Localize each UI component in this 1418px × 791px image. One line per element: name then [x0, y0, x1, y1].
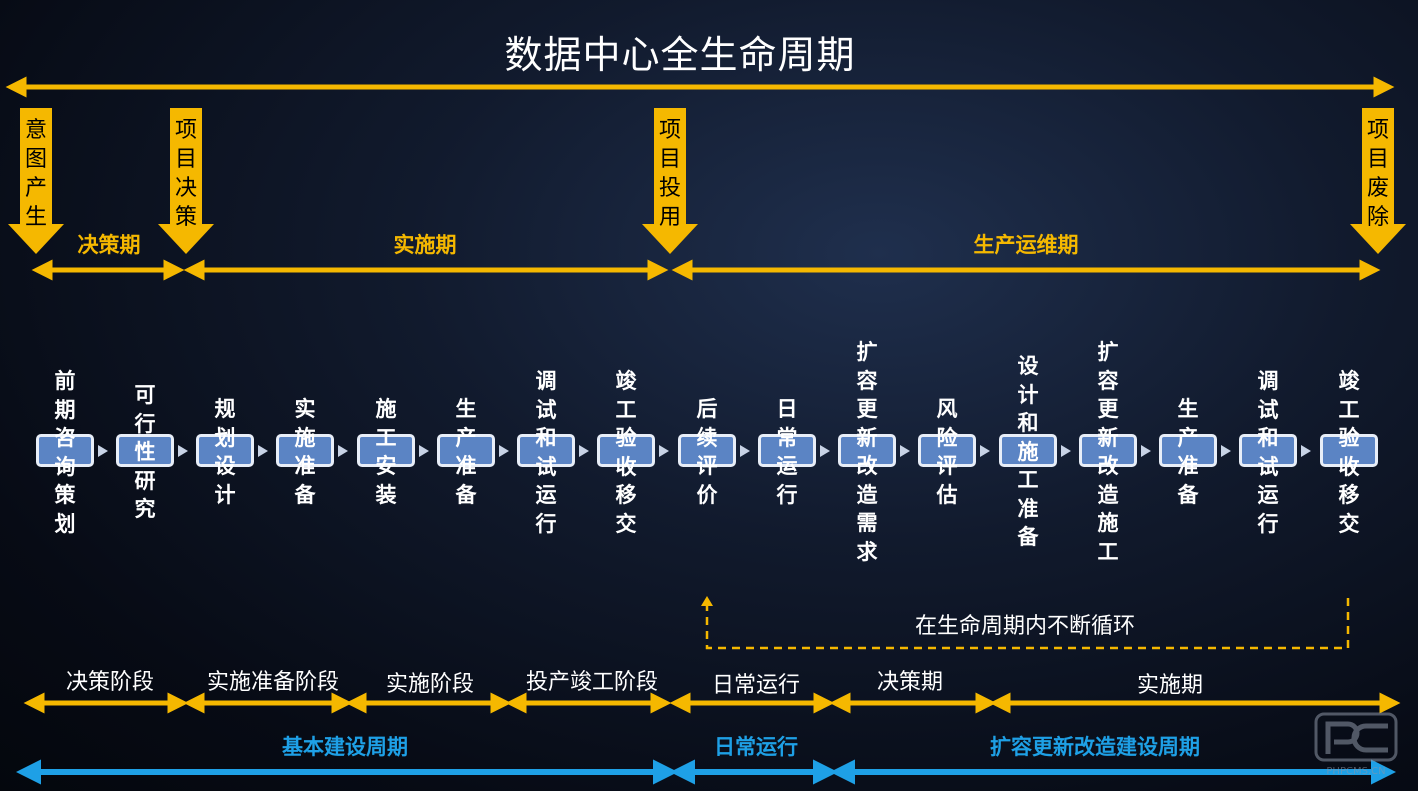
- step-label-16: 调试和试运行: [1257, 369, 1279, 536]
- step-box-9: [678, 434, 736, 467]
- step-label-12: 风险评估: [936, 397, 958, 507]
- step-box-6: [437, 434, 495, 467]
- stage-label-1: 决策阶段: [65, 670, 154, 695]
- step-label-15: 生产准备: [1177, 397, 1199, 507]
- step-label-5: 施工安装: [375, 397, 397, 507]
- step-label-3: 规划设计: [214, 397, 236, 507]
- step-label-1: 前期咨询策划: [54, 369, 76, 536]
- stage-label-2: 实施准备阶段: [206, 670, 339, 695]
- cycle-label-1: 基本建设周期: [282, 735, 408, 759]
- step-connector: [258, 445, 268, 457]
- step-box-16: [1239, 434, 1297, 467]
- step-label-17: 竣工验收移交: [1338, 369, 1360, 536]
- step-label-9: 后续评价: [696, 397, 718, 507]
- watermark-text: PHPCMS.CN: [1326, 766, 1385, 777]
- loop-arrowhead: [701, 596, 713, 606]
- step-label-10: 日常运行: [776, 397, 798, 507]
- stage-label-5: 日常运行: [711, 673, 800, 698]
- step-box-15: [1159, 434, 1217, 467]
- cycle-label-3: 扩容更新改造建设周期: [990, 735, 1200, 759]
- step-box-5: [357, 434, 415, 467]
- milestone-arrows: [8, 108, 1406, 254]
- watermark-logo: PHPCMS.CN: [1314, 712, 1398, 777]
- step-label-14: 扩容更新改造施工: [1097, 340, 1119, 564]
- milestone-label-3: 项目投用: [658, 118, 681, 230]
- step-box-17: [1320, 434, 1378, 467]
- step-box-14: [1079, 434, 1137, 467]
- milestone-label-2: 项目决策: [174, 118, 197, 230]
- step-box-1: [36, 434, 94, 467]
- phase-label-1: 决策期: [77, 233, 141, 257]
- step-label-8: 竣工验收移交: [615, 369, 637, 536]
- stage-label-6: 决策期: [876, 670, 943, 695]
- stage-label-3: 实施阶段: [385, 672, 474, 697]
- step-box-8: [597, 434, 655, 467]
- step-connector: [338, 445, 348, 457]
- loop-label: 在生命周期内不断循环: [914, 614, 1135, 639]
- cycle-label-2: 日常运行: [714, 735, 798, 759]
- step-connector: [178, 445, 188, 457]
- milestone-label-1: 意图产生: [24, 118, 47, 230]
- milestone-arrow-1: [8, 108, 64, 254]
- step-box-13: [999, 434, 1057, 467]
- stage-label-4: 投产竣工阶段: [525, 670, 658, 695]
- step-label-6: 生产准备: [455, 397, 477, 507]
- step-box-4: [276, 434, 334, 467]
- step-connector: [1301, 445, 1311, 457]
- milestone-label-4: 项目废除: [1366, 118, 1389, 230]
- step-connector: [1141, 445, 1151, 457]
- step-connector: [980, 445, 990, 457]
- step-box-2: [116, 434, 174, 467]
- step-label-11: 扩容更新改造需求: [856, 340, 878, 564]
- step-box-11: [838, 434, 896, 467]
- step-connector: [579, 445, 589, 457]
- milestone-arrow-3: [642, 108, 698, 254]
- step-connector: [1061, 445, 1071, 457]
- step-label-13: 设计和施工准备: [1017, 354, 1039, 549]
- step-label-2: 可行性研究: [134, 383, 156, 521]
- step-connector: [900, 445, 910, 457]
- step-connector: [499, 445, 509, 457]
- loop-path: [705, 598, 1350, 650]
- step-box-12: [918, 434, 976, 467]
- stage-label-7: 实施期: [1136, 673, 1203, 698]
- phase-label-2: 实施期: [393, 233, 457, 257]
- page-title: 数据中心全生命周期: [504, 33, 856, 77]
- step-connector: [820, 445, 830, 457]
- milestone-arrow-4: [1350, 108, 1406, 254]
- step-label-7: 调试和试运行: [535, 369, 557, 536]
- step-connector: [98, 445, 108, 457]
- step-box-3: [196, 434, 254, 467]
- step-connector: [419, 445, 429, 457]
- step-connectors: [98, 445, 1311, 457]
- step-label-4: 实施准备: [294, 397, 316, 507]
- step-box-10: [758, 434, 816, 467]
- step-box-7: [517, 434, 575, 467]
- step-connector: [740, 445, 750, 457]
- step-connector: [659, 445, 669, 457]
- phase-label-3: 生产运维期: [973, 233, 1079, 257]
- step-connector: [1221, 445, 1231, 457]
- milestone-arrow-2: [158, 108, 214, 254]
